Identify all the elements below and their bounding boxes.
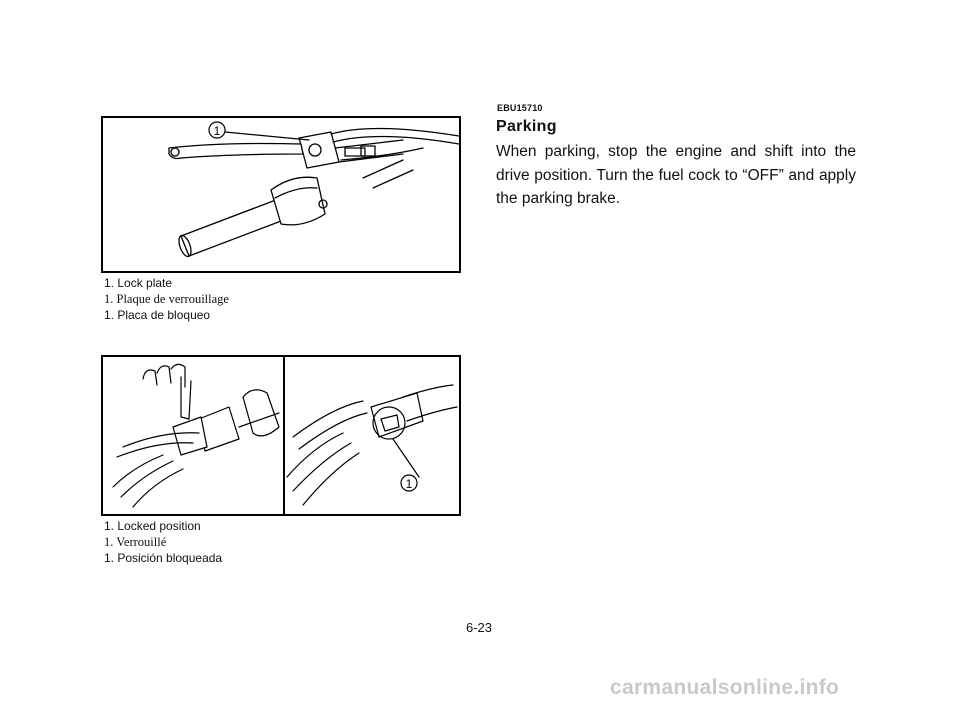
locked-position-illustration: 1 (101, 355, 461, 516)
lock-procedure-drawing: 1 (112, 363, 458, 508)
caption-french: 1. Verrouillé (104, 535, 167, 549)
section-heading: Parking (496, 118, 557, 135)
lock-plate-illustration: 1 (101, 116, 461, 273)
caption-french: 1. Plaque de verrouillage (104, 292, 229, 306)
watermark: carmanualsonline.info (610, 676, 840, 699)
caption-spanish: 1. Placa de bloqueo (104, 308, 211, 322)
section-code: EBU15710 (497, 103, 543, 113)
caption-english: 1. Locked position (104, 519, 201, 533)
callout-marker: 1 (214, 124, 221, 138)
section-body: When parking, stop the engine and shift … (496, 143, 856, 207)
brake-lever-drawing: 1 (168, 121, 459, 258)
caption-spanish: 1. Posición bloqueada (104, 551, 223, 565)
page-number: 6-23 (466, 620, 493, 635)
callout-marker: 1 (406, 477, 413, 491)
panel-divider (283, 357, 285, 514)
caption-english: 1. Lock plate (104, 276, 173, 290)
